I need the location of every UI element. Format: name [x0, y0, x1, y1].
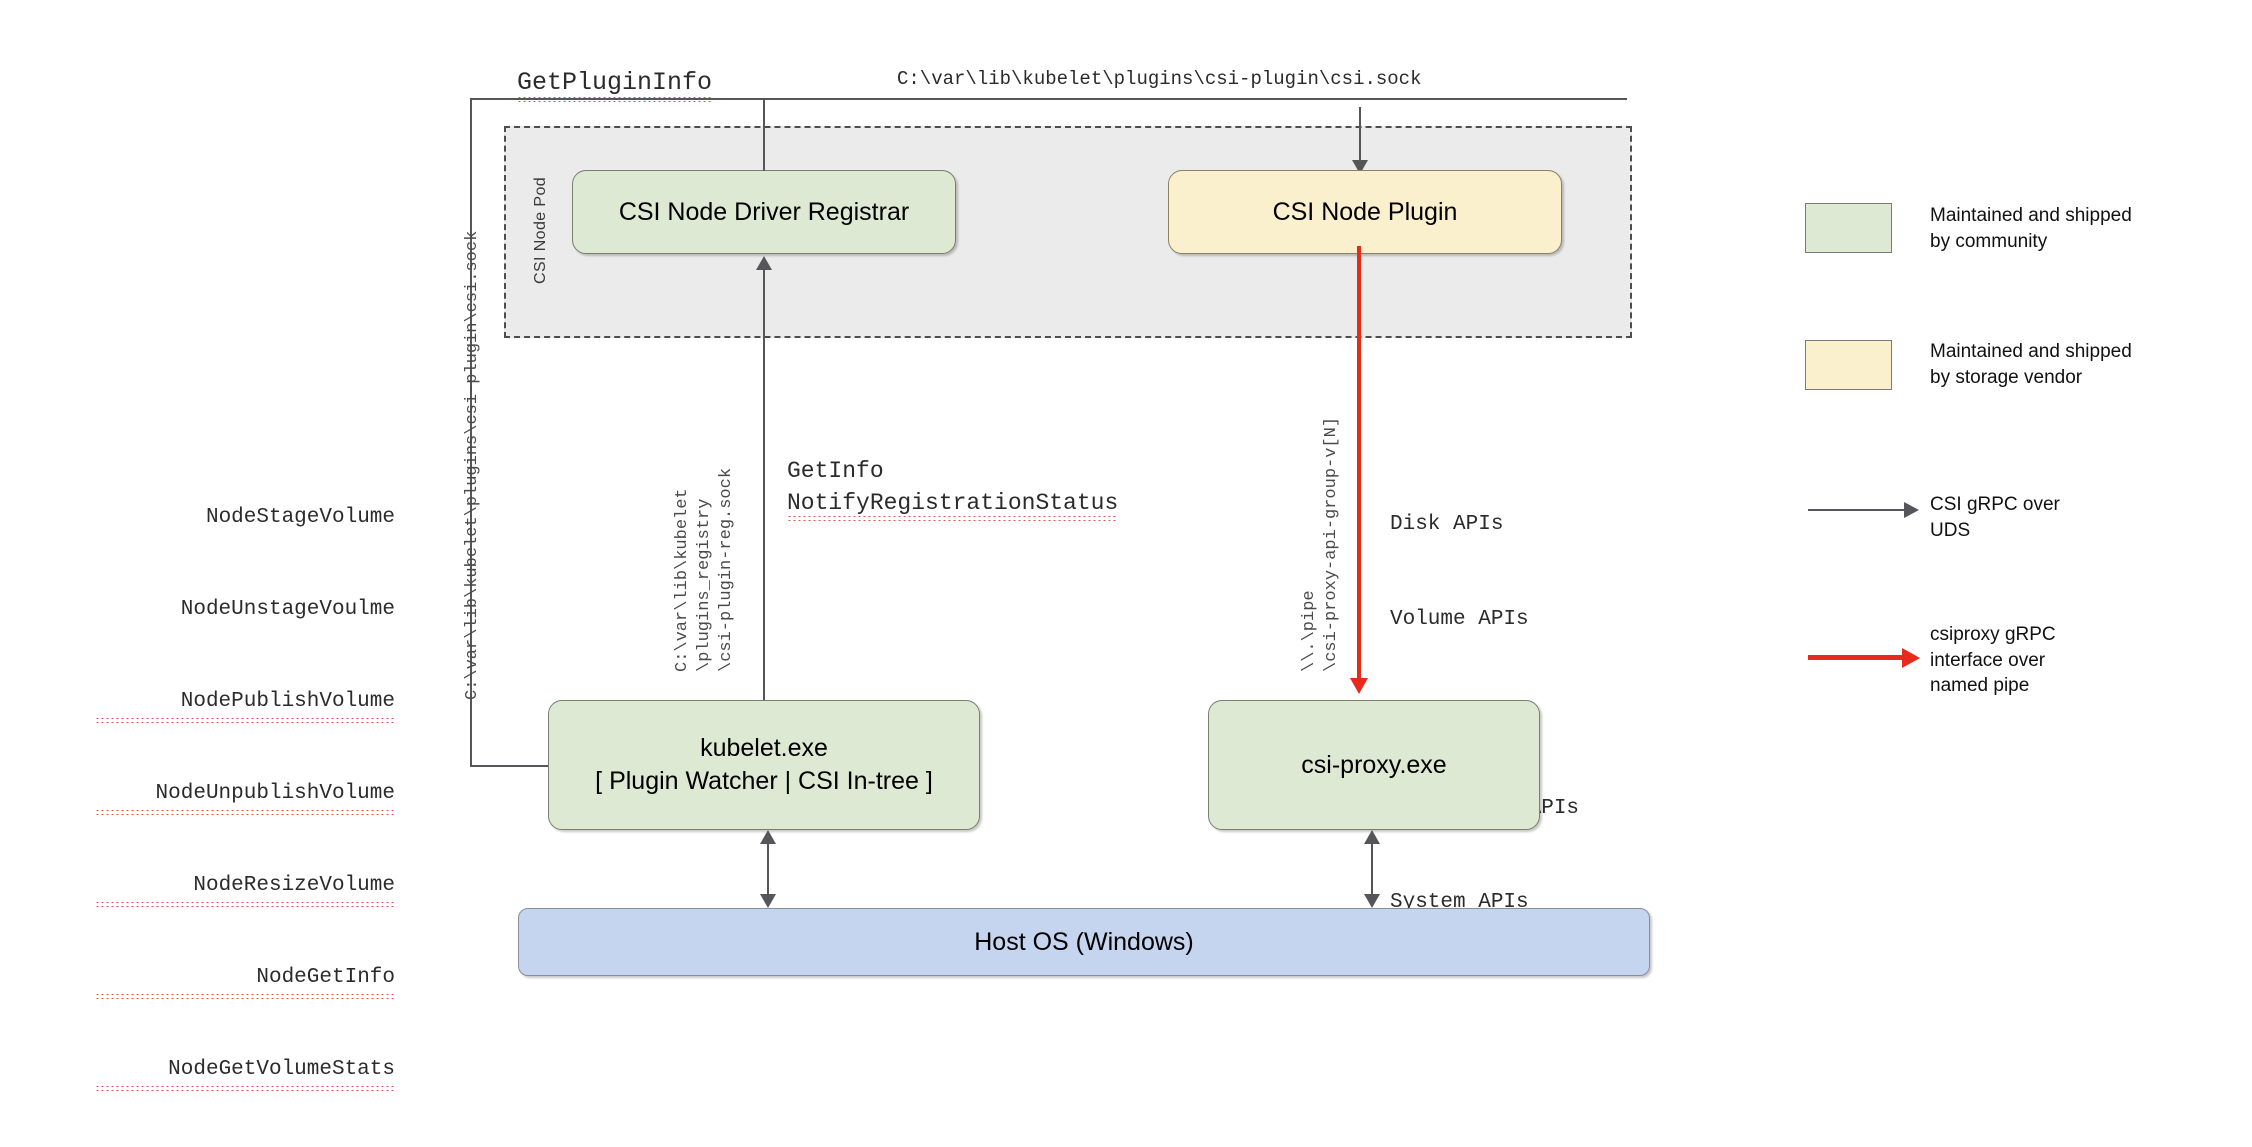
registration-call-getinfo: GetInfo — [787, 458, 884, 484]
box-csi-node-driver-registrar[interactable]: CSI Node Driver Registrar — [572, 170, 956, 254]
box-csi-node-plugin[interactable]: CSI Node Plugin — [1168, 170, 1562, 254]
registry-path-line-1: C:\var\lib\kubelet — [673, 488, 692, 672]
legend-swatch-vendor — [1805, 340, 1892, 390]
box-csi-proxy-exe-label: csi-proxy.exe — [1301, 750, 1447, 779]
node-service-api-item: NodeStageVolume — [205, 506, 395, 530]
legend-text-uds: CSI gRPC over UDS — [1930, 494, 2060, 541]
box-kubelet-exe[interactable]: kubelet.exe [ Plugin Watcher | CSI In-tr… — [548, 700, 980, 830]
node-service-api-item: NodeUnpublishVolume — [95, 779, 395, 815]
registration-call-notifyregistrationstatus: NotifyRegistrationStatus — [787, 490, 1119, 521]
named-pipe-path-line-2: \csi-proxy-api-group-v[N] — [1322, 416, 1341, 672]
node-service-api-item: NodeGetInfo — [95, 963, 395, 999]
box-kubelet-exe-line1: kubelet.exe — [700, 734, 828, 762]
getplugininfo-edge-top-horizontal — [470, 98, 1627, 100]
csi-sock-path-top-label: C:\var\lib\kubelet\plugins\csi-plugin\cs… — [897, 68, 1422, 90]
legend-text-community: Maintained and shipped by community — [1930, 205, 2132, 252]
kubelet-hostos-arrowhead-down — [760, 894, 776, 908]
csi-sock-edge-vertical — [1359, 107, 1361, 167]
kubelet-to-registrar-edge-line — [763, 268, 765, 700]
csi-proxy-api-item: Volume APIs — [1390, 607, 1529, 631]
csiproxy-hostos-edge-line — [1371, 840, 1373, 896]
csi-sock-path-vertical-label: C:\var\lib\kubelet\plugins\csi-plugin\cs… — [463, 230, 482, 700]
box-kubelet-exe-line2: [ Plugin Watcher | CSI In-tree ] — [595, 767, 933, 795]
box-csi-proxy-exe[interactable]: csi-proxy.exe — [1208, 700, 1540, 830]
kubelet-hostos-arrowhead-up — [760, 830, 776, 844]
node-service-api-item: NodePublishVolume — [95, 687, 395, 723]
getplugininfo-edge-bottom-horizontal — [470, 765, 548, 767]
named-pipe-edge-red-line — [1357, 246, 1361, 684]
csi-node-pod-label: CSI Node Pod — [532, 176, 549, 284]
csiproxy-hostos-arrowhead-down — [1364, 894, 1380, 908]
named-pipe-path-line-1: \\.\pipe — [1300, 590, 1319, 672]
legend-arrow-namedpipe-line — [1808, 655, 1908, 660]
kubelet-hostos-edge-line — [767, 840, 769, 896]
registry-path-line-2: \plugins_registry — [695, 498, 714, 672]
box-host-os-label: Host OS (Windows) — [974, 927, 1194, 956]
registry-path-line-3: \csi-plugin-reg.sock — [717, 467, 736, 672]
legend-text-vendor: Maintained and shipped by storage vendor — [1930, 341, 2132, 388]
box-csi-node-driver-registrar-label: CSI Node Driver Registrar — [618, 197, 910, 226]
named-pipe-edge-arrowhead — [1350, 678, 1368, 694]
node-service-api-list: NodeStageVolume NodeUnstageVoulme NodePu… — [95, 442, 395, 1147]
csiproxy-hostos-arrowhead-up — [1364, 830, 1380, 844]
legend-swatch-community — [1805, 203, 1892, 253]
diagram-canvas: CSI Node Pod C:\var\lib\kubelet\plugins\… — [95, 68, 2132, 1091]
node-service-api-item: NodeUnstageVoulme — [180, 598, 395, 622]
legend-arrow-uds-line — [1808, 509, 1908, 512]
node-service-api-item: NodeResizeVolume — [95, 871, 395, 907]
registrar-to-top-frame-vertical — [763, 98, 765, 171]
getplugininfo-edge-left-vertical — [470, 98, 472, 765]
node-service-api-item: NodeGetVolumeStats — [95, 1055, 395, 1091]
legend-text-namedpipe: csiproxy gRPC interface over named pipe — [1930, 624, 2056, 697]
kubelet-to-registrar-arrowhead — [756, 256, 772, 270]
legend-arrow-uds-head — [1904, 502, 1919, 518]
csi-proxy-api-item: Disk APIs — [1390, 513, 1504, 536]
legend-arrow-namedpipe-head — [1902, 648, 1920, 668]
box-host-os[interactable]: Host OS (Windows) — [518, 908, 1650, 976]
get-plugin-info-label: GetPluginInfo — [517, 68, 713, 102]
box-csi-node-plugin-label: CSI Node Plugin — [1272, 197, 1458, 226]
